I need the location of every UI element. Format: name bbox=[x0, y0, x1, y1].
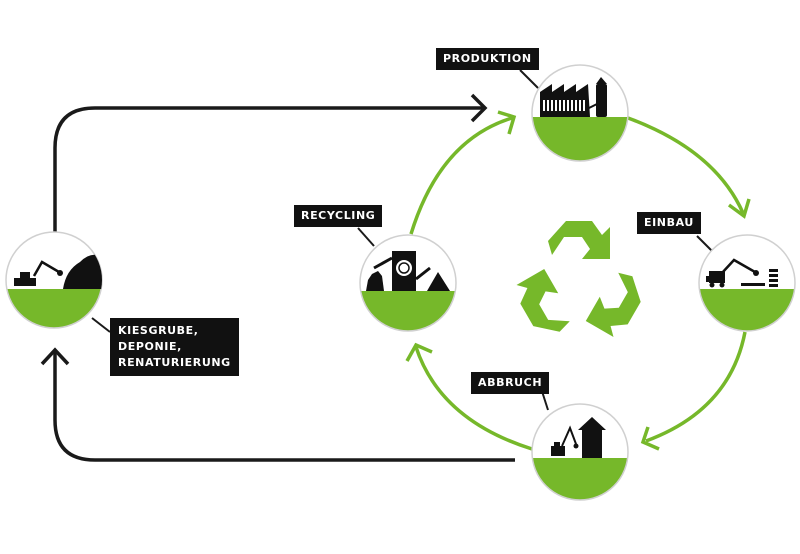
excavator-paving-icon bbox=[706, 258, 778, 288]
gravel-pit-icon bbox=[14, 254, 102, 289]
label-recycling: RECYCLING bbox=[294, 205, 383, 227]
label-text: ABBRUCH bbox=[478, 376, 543, 389]
demolition-icon bbox=[551, 417, 606, 458]
factory-icon bbox=[540, 77, 607, 117]
label-produktion: PRODUKTION bbox=[436, 48, 539, 70]
label-text-line-2: DEPONIE, bbox=[118, 340, 182, 353]
label-text: EINBAU bbox=[644, 216, 694, 229]
edge-produktion-to-einbau bbox=[627, 116, 751, 219]
node-produktion[interactable] bbox=[530, 64, 630, 167]
label-abbruch: ABBRUCH bbox=[471, 372, 550, 394]
recycling-plant-icon bbox=[366, 251, 450, 291]
arrowhead-right-icon bbox=[470, 93, 488, 123]
connector-einbau bbox=[696, 235, 713, 252]
connector-produktion bbox=[519, 69, 539, 89]
recycle-symbol-icon bbox=[516, 221, 641, 337]
arrowhead-right-icon bbox=[497, 110, 517, 135]
node-einbau[interactable] bbox=[697, 234, 797, 339]
node-kiesgrube[interactable] bbox=[4, 231, 104, 339]
connector-kiesgrube bbox=[91, 317, 111, 333]
arrowhead-up-icon bbox=[405, 342, 433, 362]
node-abbruch[interactable] bbox=[530, 403, 630, 508]
connector-recycling bbox=[357, 227, 375, 247]
node-recycling[interactable] bbox=[358, 234, 458, 341]
label-text: RECYCLING bbox=[301, 209, 376, 222]
edge-kiesgrube-to-produktion bbox=[53, 93, 488, 232]
label-text: PRODUKTION bbox=[443, 52, 532, 65]
arrowhead-left-icon bbox=[640, 426, 660, 451]
edge-abbruch-to-recycling bbox=[405, 342, 533, 451]
label-text-line-1: KIESGRUBE, bbox=[118, 324, 199, 337]
label-kiesgrube: KIESGRUBE, DEPONIE, RENATURIERUNG bbox=[110, 318, 239, 376]
label-einbau: EINBAU bbox=[637, 212, 701, 234]
edge-einbau-to-abbruch bbox=[640, 331, 747, 451]
edge-recycling-to-produktion bbox=[409, 110, 517, 235]
arrowhead-up-icon bbox=[40, 347, 70, 366]
label-text-line-3: RENATURIERUNG bbox=[118, 356, 231, 369]
edge-abbruch-to-kiesgrube bbox=[40, 347, 515, 462]
arrowhead-down-icon bbox=[727, 198, 751, 219]
